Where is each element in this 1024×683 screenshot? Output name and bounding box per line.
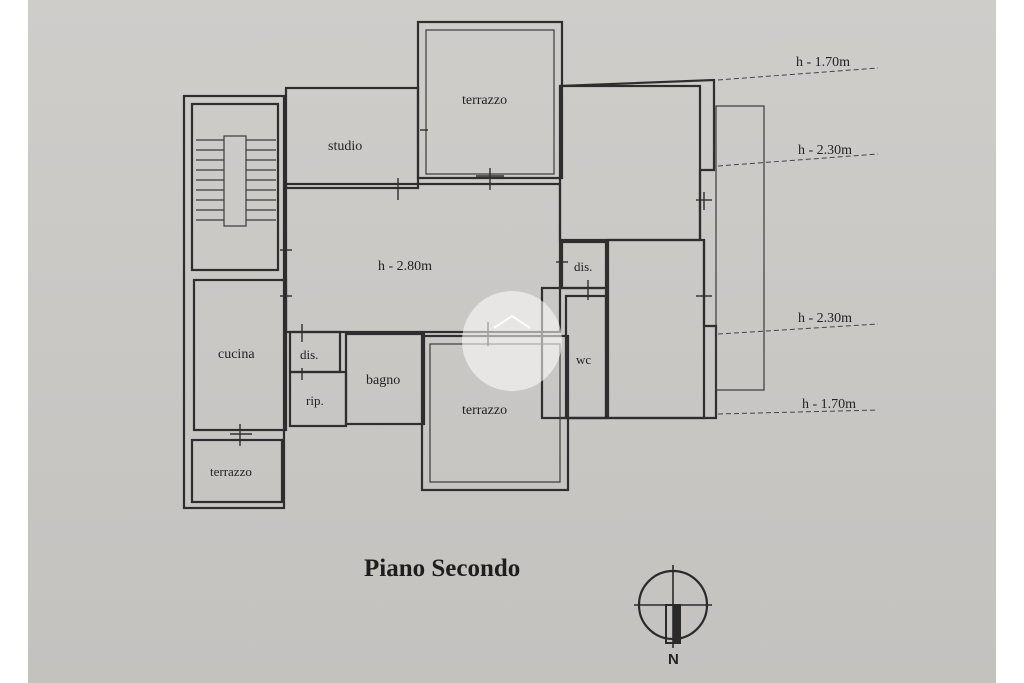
label-dis-right: dis. [574, 259, 592, 274]
label-rip: rip. [306, 393, 324, 408]
right-balcony [715, 105, 765, 391]
stairs [196, 135, 276, 227]
level-labels: h - 1.70m h - 2.30m h - 2.30m h - 1.70m [796, 55, 856, 412]
label-terrazzo-top: terrazzo [462, 93, 507, 108]
studio-room [284, 86, 420, 190]
level-label-1: h - 1.70m [796, 55, 850, 70]
right-top-room-wall [559, 78, 716, 240]
label-bagno: bagno [366, 373, 400, 388]
bagno-room [344, 332, 426, 426]
level-label-3: h - 2.30m [798, 311, 852, 326]
viewer-overlay-circle [462, 291, 562, 391]
label-dis-left: dis. [300, 347, 318, 362]
label-wc: wc [576, 352, 591, 367]
label-terrazzo-bottom: terrazzo [462, 403, 507, 418]
north-arrow-icon [634, 565, 712, 648]
left-block-outline [182, 94, 286, 510]
stair-room [190, 102, 280, 272]
walls [182, 20, 765, 510]
level-lines [717, 67, 879, 415]
room-labels: terrazzo studio h - 2.80m dis. wc cucina… [210, 93, 592, 479]
home-icon [493, 314, 531, 329]
label-cucina: cucina [218, 347, 255, 362]
wc-room [564, 294, 608, 420]
level-label-2: h - 2.30m [798, 143, 852, 158]
label-terrazzo-small: terrazzo [210, 464, 252, 479]
level-label-4: h - 1.70m [802, 397, 856, 412]
terrazzo-small-room [190, 438, 284, 504]
right-top-room [558, 84, 702, 242]
drawing-title: Piano Secondo [364, 555, 521, 582]
label-studio: studio [328, 139, 362, 154]
right-bottom-room [606, 238, 706, 420]
label-living-height: h - 2.80m [378, 259, 432, 274]
north-label: N [668, 651, 679, 668]
